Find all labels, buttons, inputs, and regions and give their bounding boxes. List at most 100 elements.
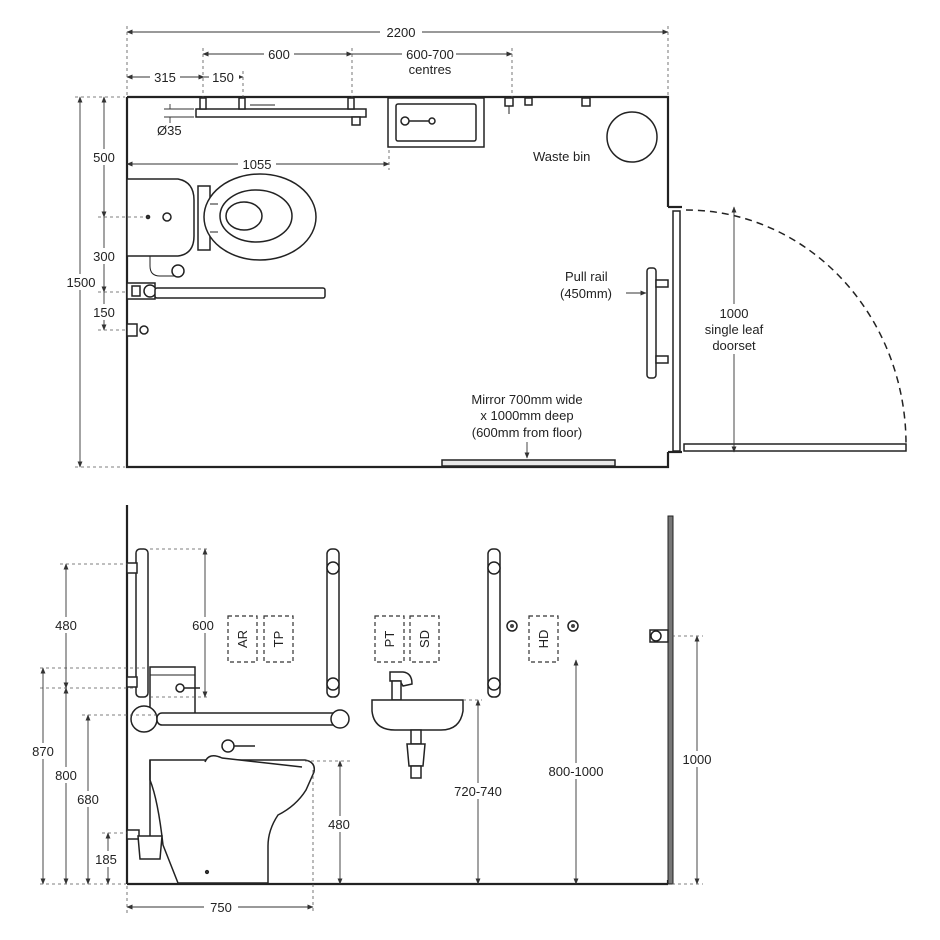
dim-315-label: 315 xyxy=(154,70,176,85)
trap-outlet xyxy=(410,765,422,779)
door-label-a: 1000 xyxy=(720,306,749,321)
box-tp-label: TP xyxy=(271,631,286,648)
dim-600-elev-label: 600 xyxy=(192,618,214,633)
elev-door xyxy=(667,515,674,885)
label-bg xyxy=(449,783,509,799)
side-fitting xyxy=(126,323,138,337)
plan-walls xyxy=(125,95,670,469)
rail-bracket xyxy=(487,677,501,691)
dim-800-label: 800 xyxy=(55,768,77,783)
rail-bracket xyxy=(126,562,138,574)
rail-end xyxy=(351,116,361,126)
label-bg xyxy=(62,274,100,290)
rail-bracket xyxy=(126,676,138,688)
dim-750-label: 750 xyxy=(210,900,232,915)
mirror xyxy=(441,459,616,467)
cistern-button xyxy=(145,214,151,220)
rail-bracket xyxy=(347,97,355,110)
plan-drop-down-rail xyxy=(154,287,326,299)
pull-rail-bracket xyxy=(655,279,669,288)
box-tp xyxy=(263,615,294,663)
elevation-view: AR TP PT SD HD 480 60 xyxy=(28,505,716,915)
box-hd-label: HD xyxy=(536,630,551,649)
label-bg xyxy=(380,24,422,40)
dim-870-label: 870 xyxy=(32,744,54,759)
wall-fitting xyxy=(524,97,533,106)
cistern-flush xyxy=(162,212,172,222)
label-bg xyxy=(50,617,82,633)
pull-rail-bracket xyxy=(655,355,669,364)
dim-800-1000-label: 800-1000 xyxy=(549,764,604,779)
dim-dia-label: Ø35 xyxy=(157,123,182,138)
rail-pivot xyxy=(143,284,157,298)
side-roll-holder xyxy=(149,256,178,277)
toilet-brush-holder xyxy=(137,835,163,860)
dim-1000-elev-label: 1000 xyxy=(683,752,712,767)
dim-150-label: 150 xyxy=(212,70,234,85)
dim-500-label: 500 xyxy=(93,150,115,165)
rail-bracket xyxy=(238,97,246,110)
pull-rail xyxy=(646,267,657,379)
plan-wc-cistern xyxy=(126,178,195,257)
rail-pivot-elev xyxy=(130,705,158,733)
box-ar-label: AR xyxy=(235,630,250,648)
wall-knob-dot xyxy=(571,624,575,628)
label-bg xyxy=(51,767,83,783)
roll-holder-end-elev xyxy=(221,739,235,753)
label-bg xyxy=(90,304,120,320)
rail-bracket xyxy=(326,561,340,575)
label-bg xyxy=(238,156,276,172)
box-sd-label: SD xyxy=(417,630,432,648)
dim-300-label: 300 xyxy=(93,249,115,264)
box-sd xyxy=(409,615,440,663)
elev-wc-pan xyxy=(149,759,316,884)
dim-centres-label-b: centres xyxy=(409,62,452,77)
door-leaf-frame xyxy=(672,210,681,452)
box-pt xyxy=(374,615,405,663)
dim-600-label: 600 xyxy=(268,47,290,62)
label-bg xyxy=(264,46,294,62)
label-bg xyxy=(541,763,611,779)
tap-body xyxy=(391,680,402,701)
door-handle xyxy=(650,630,662,642)
roll-holder-end xyxy=(171,264,185,278)
waste-bin-label: Waste bin xyxy=(533,149,590,164)
dim-720-740-label: 720-740 xyxy=(454,784,502,799)
box-hd xyxy=(528,615,559,663)
wall-knob-dot xyxy=(510,624,514,628)
rail-end-elev xyxy=(330,709,350,729)
wall-fitting xyxy=(504,97,514,107)
dim-150b-label: 150 xyxy=(93,305,115,320)
box-pt-label: PT xyxy=(382,631,397,648)
label-bg xyxy=(209,69,239,85)
label-bg xyxy=(188,617,220,633)
rail-hinge xyxy=(131,285,141,297)
side-fitting-knob xyxy=(139,325,149,335)
mirror-label-b: x 1000mm deep xyxy=(480,408,573,423)
dim-480-seat-label: 480 xyxy=(328,817,350,832)
mirror-label-c: (600mm from floor) xyxy=(472,425,583,440)
rail-bracket xyxy=(487,561,501,575)
plan-grab-rail xyxy=(195,108,367,118)
elev-vertical-rail-right xyxy=(487,548,501,698)
wc-seat-elev xyxy=(204,755,303,768)
pull-rail-label-b: (450mm) xyxy=(560,286,612,301)
basin-waste-pipe xyxy=(410,729,422,745)
elev-vertical-rail-left xyxy=(135,548,149,698)
door-leaf xyxy=(683,443,907,452)
label-bg xyxy=(92,851,124,867)
brush-bracket xyxy=(126,829,140,840)
dim-1055-label: 1055 xyxy=(243,157,272,172)
dim-480-top-label: 480 xyxy=(55,618,77,633)
wc-bowl xyxy=(225,201,263,231)
pull-rail-label-a: Pull rail xyxy=(565,269,608,284)
label-bg xyxy=(402,46,456,62)
waste-bin xyxy=(606,111,658,163)
label-bg xyxy=(72,791,104,807)
label-bg xyxy=(28,743,60,759)
basin-waste xyxy=(428,117,436,125)
elev-vertical-rail-mid xyxy=(326,548,340,698)
label-bg xyxy=(90,248,120,264)
label-bg xyxy=(678,751,716,767)
